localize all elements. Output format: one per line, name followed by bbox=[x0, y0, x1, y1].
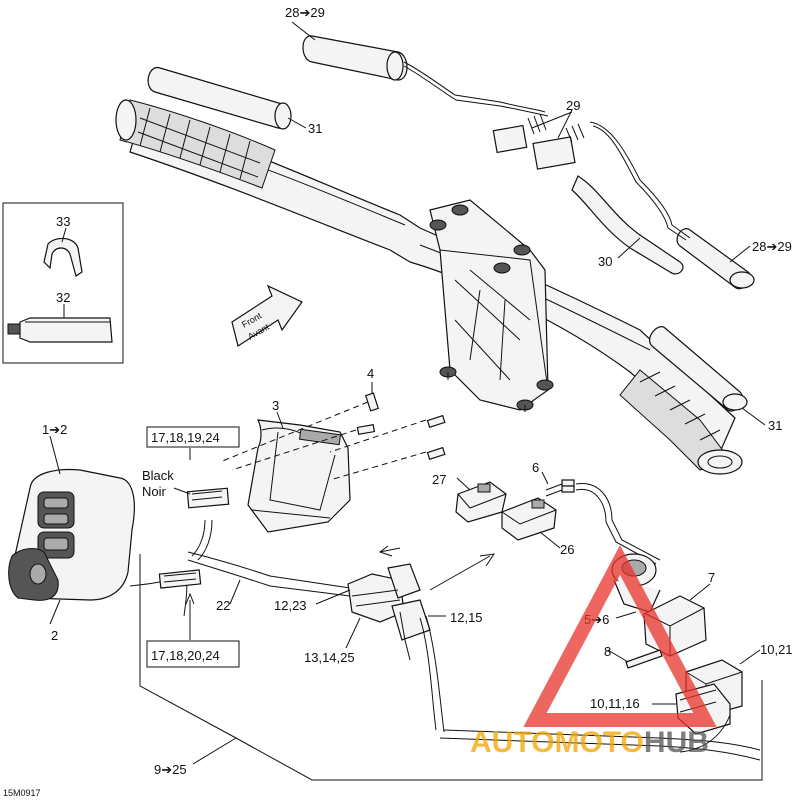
left-grip bbox=[115, 99, 276, 189]
label-2: 2 bbox=[51, 628, 58, 643]
label-31-right: 31 bbox=[768, 418, 782, 433]
label-4: 4 bbox=[367, 366, 374, 381]
diagram-id: 15M0917 bbox=[3, 788, 41, 798]
label-13-14-25: 13,14,25 bbox=[304, 650, 355, 665]
label-22: 22 bbox=[216, 598, 230, 613]
bracket-9-25 bbox=[139, 554, 763, 781]
label-noir: Noir bbox=[142, 484, 167, 499]
label-30: 30 bbox=[598, 254, 612, 269]
leader-lines bbox=[49, 21, 766, 765]
label-10-21: 10,21 bbox=[760, 642, 793, 657]
switch-assembly-1 bbox=[8, 468, 135, 625]
label-29: 29 bbox=[566, 98, 580, 113]
label-1-2: 1➔2 bbox=[42, 422, 67, 437]
watermark-text: AUTOMOTOHUB bbox=[470, 726, 709, 759]
right-grip bbox=[619, 369, 743, 475]
label-7: 7 bbox=[708, 570, 715, 585]
label-3: 3 bbox=[272, 398, 279, 413]
front-arrow bbox=[231, 284, 303, 347]
throttle-tube bbox=[571, 175, 684, 275]
heated-grip-top bbox=[302, 35, 408, 81]
watermark: AUTOMOTOHUB bbox=[470, 545, 717, 759]
screws-4 bbox=[219, 392, 446, 481]
label-28-29-right: 28➔29 bbox=[752, 239, 792, 254]
label-10-11-16: 10,11,16 bbox=[590, 696, 640, 711]
handlebar-riser bbox=[429, 199, 554, 412]
label-8: 8 bbox=[604, 644, 611, 659]
tube-32 bbox=[19, 317, 113, 343]
label-12-23: 12,23 bbox=[274, 598, 307, 613]
callout-box-bottom bbox=[146, 640, 240, 668]
callout-top-text: 17,18,19,24 bbox=[151, 430, 220, 445]
connectors-12-15 bbox=[347, 563, 445, 733]
heated-grip-right bbox=[676, 228, 755, 290]
connector-27 bbox=[455, 481, 507, 523]
grip-sleeve-right bbox=[649, 326, 748, 412]
callout-box-top bbox=[146, 426, 240, 448]
grip-wire bbox=[403, 61, 546, 113]
label-9-25: 9➔25 bbox=[154, 762, 187, 777]
connector-bottom bbox=[158, 569, 202, 589]
label-28-29-top: 28➔29 bbox=[285, 5, 325, 20]
pins-6 bbox=[545, 479, 661, 565]
label-black: Black bbox=[142, 468, 174, 483]
main-harness bbox=[439, 737, 761, 761]
label-32: 32 bbox=[56, 290, 70, 305]
wire-harness-22 bbox=[129, 519, 351, 617]
connector-29 bbox=[492, 113, 585, 170]
inset-box bbox=[2, 202, 124, 364]
label-33: 33 bbox=[56, 214, 70, 229]
grip-sleeve-top bbox=[147, 67, 292, 130]
switch-housing-3 bbox=[247, 419, 351, 533]
label-31-top: 31 bbox=[308, 121, 322, 136]
label-6: 6 bbox=[532, 460, 539, 475]
label-12-15: 12,15 bbox=[450, 610, 483, 625]
connector-26 bbox=[501, 497, 557, 541]
clamp-33 bbox=[43, 237, 83, 277]
callout-bottom-text: 17,18,20,24 bbox=[151, 648, 220, 663]
pin-8 bbox=[625, 649, 663, 669]
label-26: 26 bbox=[560, 542, 574, 557]
label-27: 27 bbox=[432, 472, 446, 487]
connector-black bbox=[186, 487, 230, 509]
